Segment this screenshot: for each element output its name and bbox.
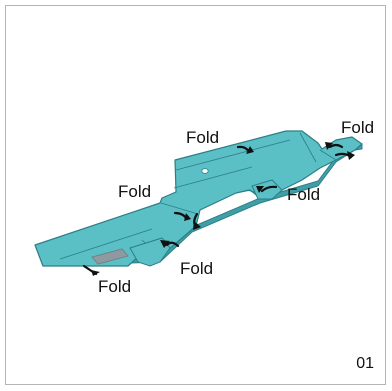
lower-tab xyxy=(129,237,171,267)
fold-label: Fold xyxy=(118,182,152,201)
fold-label: Fold xyxy=(98,277,132,296)
slot xyxy=(91,248,129,265)
fold-label: Fold xyxy=(341,118,375,137)
fold-label: Fold xyxy=(180,259,214,278)
arrowheads xyxy=(91,142,355,276)
fold-label: Fold xyxy=(186,128,220,147)
fold-label: Fold xyxy=(287,185,321,204)
hole xyxy=(201,168,209,174)
right-tab xyxy=(251,179,283,200)
page-number: 01 xyxy=(356,355,374,372)
